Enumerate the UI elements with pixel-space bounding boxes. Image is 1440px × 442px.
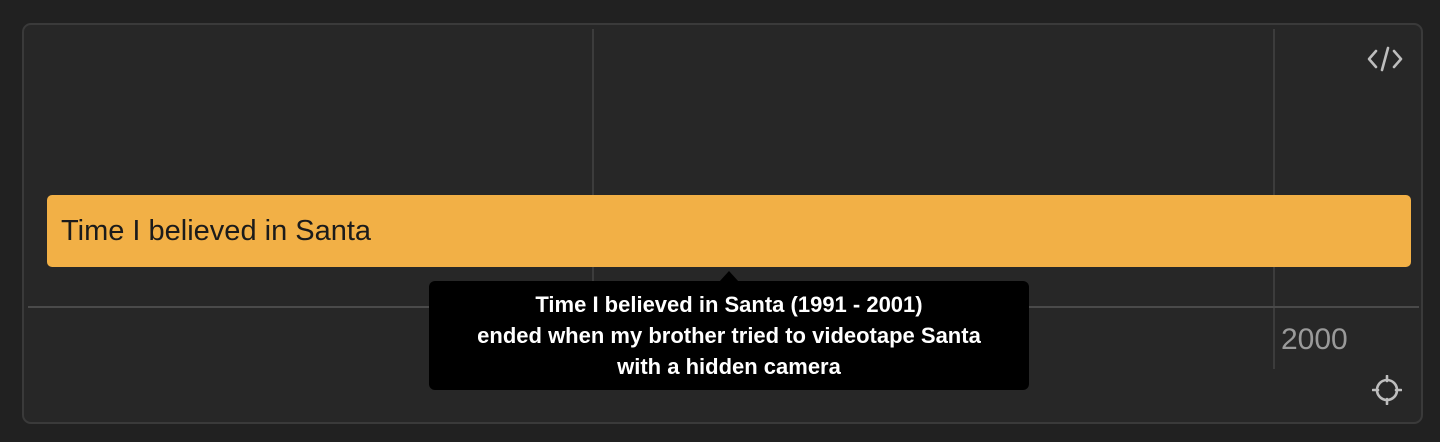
crosshair-icon[interactable] [1371, 374, 1403, 406]
tooltip-line: with a hidden camera [617, 354, 841, 379]
timeline-bar-label: Time I believed in Santa [61, 214, 372, 247]
tick-label-2000: 2000 [1281, 323, 1348, 356]
tooltip-title: Time I believed in Santa (1991 - 2001) [535, 292, 923, 317]
tooltip-line: ended when my brother tried to videotape… [477, 323, 981, 348]
tooltip-arrow [719, 271, 739, 282]
event-tooltip: Time I believed in Santa (1991 - 2001) e… [429, 281, 1029, 390]
gridline [592, 29, 594, 307]
timeline-bar-santa[interactable]: Time I believed in Santa [47, 195, 1411, 267]
code-icon[interactable] [1366, 44, 1404, 74]
